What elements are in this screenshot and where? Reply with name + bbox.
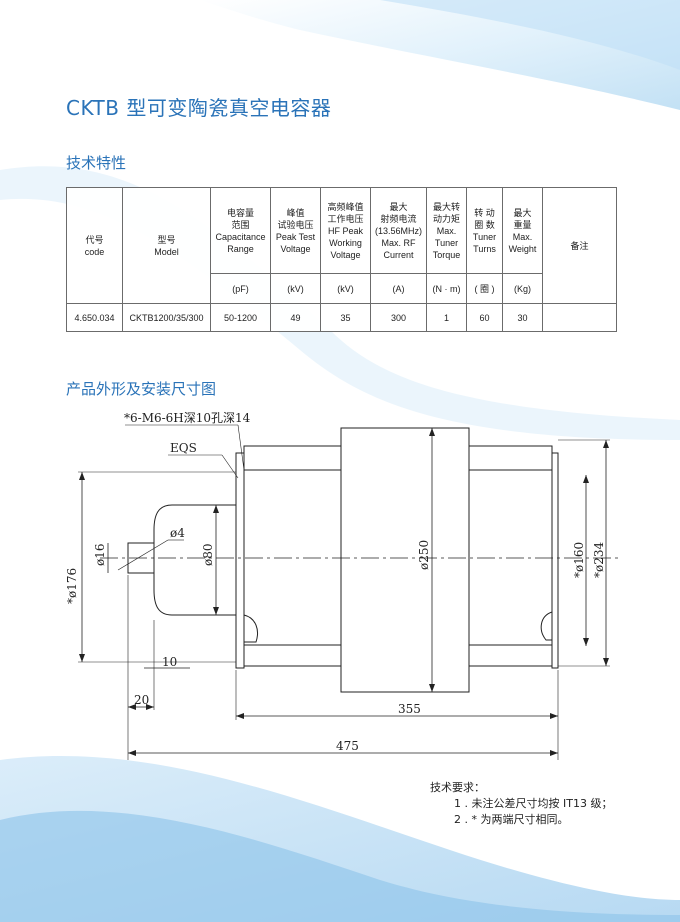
spec-heading: 技术特性 [66,154,127,172]
table-cell: 4.650.034 [66,303,123,332]
header-line: 型号 [157,234,176,245]
header-line: Current [383,249,414,260]
header-line: Tuner [472,231,497,242]
table-unit-cell: (Kg) [502,273,543,304]
header-line: 动力矩 [432,213,460,224]
header-line: 最大 [389,201,408,212]
header-line: 试验电压 [277,219,314,230]
header-line: 高频峰值 [327,201,364,212]
header-line: (13.56MHz) [374,225,422,236]
table-cell: 1 [426,303,467,332]
header-line: 射频电流 [380,213,417,224]
dim10-label: 10 [162,655,177,669]
dim20-label: 20 [134,693,149,707]
eqs-label: EQS [170,441,197,455]
header-line: code [84,246,105,257]
d16-label: ø16 [93,544,107,567]
table-header-remark: 备注 [542,187,617,304]
header-line: Model [154,246,179,257]
header-line: Working [329,237,362,248]
header-line: Capacitance [215,231,266,242]
thread-note-label: *6-M6-6H深10孔深14 [124,411,251,425]
header-line: Range [227,243,254,254]
header-line: 最大转 [432,201,460,212]
header-line: Tuner [434,237,459,248]
header-line: 代号 [85,234,104,245]
header-line: HF Peak [327,225,363,236]
header-line: Torque [432,249,461,260]
header-line: Turns [473,243,496,254]
header-line: 重量 [513,219,532,230]
table-unit-cell: ( 圈 ) [466,273,503,304]
dimension-heading: 产品外形及安装尺寸图 [66,380,217,398]
header-line: Voltage [280,243,311,254]
table-cell: 35 [320,303,371,332]
d250-label: ø250 [417,540,431,570]
note-item-1: 1 . 未注公差尺寸均按 IT13 级； [454,797,613,810]
page-title: CKTB 型可变陶瓷真空电容器 [66,96,332,120]
d160-label: *ø160 [572,542,586,578]
note-item-2: 2 . * 为两端尺寸相同。 [454,813,569,826]
header-line: Max. [512,231,533,242]
technical-notes: 技术要求： 1 . 未注公差尺寸均按 IT13 级； 2 . * 为两端尺寸相同… [430,780,612,828]
header-line: 峰值 [286,207,305,218]
header-line: 圈 数 [474,219,495,230]
notes-heading: 技术要求： [430,781,485,794]
dim355-label: 355 [398,702,421,716]
d4-label: ø4 [170,526,185,540]
table-cell [542,303,617,332]
header-line: Max. RF [381,237,416,248]
header-line: 电容量 [226,207,254,218]
table-unit-row: (pF)(kV)(kV)(A)(N · m)( 圈 )(Kg) [67,273,617,304]
header-line: 备注 [570,240,589,251]
header-line: 范围 [231,219,250,230]
table-cell: CKTB1200/35/300 [122,303,211,332]
table-cell: 30 [502,303,543,332]
header-line: Max. [436,225,457,236]
header-line: Voltage [330,249,361,260]
header-line: Peak Test [275,231,316,242]
dim475-label: 475 [336,739,359,753]
header-line: 最大 [513,207,532,218]
header-line: 工作电压 [327,213,364,224]
header-line: 转 动 [474,207,495,218]
d176-label: *ø176 [65,568,79,604]
table-unit-cell: (pF) [210,273,271,304]
header-line: Weight [508,243,537,254]
table-cell: 49 [270,303,321,332]
d80-label: ø80 [201,544,215,567]
d234-label: *ø234 [592,542,606,578]
